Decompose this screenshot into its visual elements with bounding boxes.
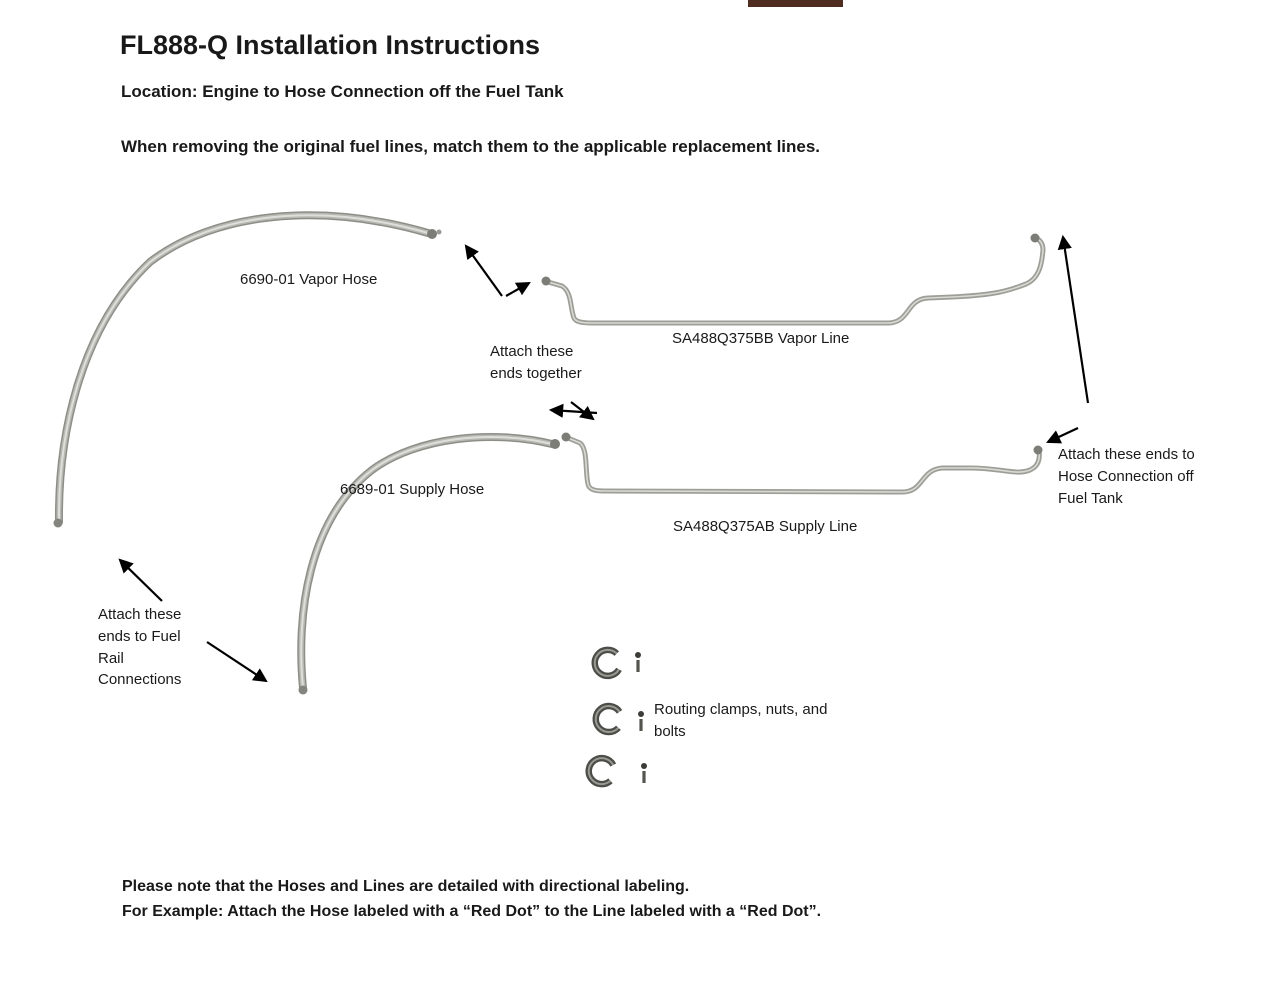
bolt-icon [638,711,644,731]
vapor-line-right-fitting [1030,233,1040,243]
arrow-to-vapor-hose-end [464,244,503,297]
arrow-to-supply-line-tank-end [1046,427,1079,444]
supply-line-right-fitting [1033,445,1043,455]
vapor-line [541,233,1046,326]
hardware-icons [585,646,647,788]
routing-clamp-icon [592,702,623,736]
supply-hose-bottom-fitting [298,685,308,695]
supply-line-left-fitting [561,432,571,442]
vapor-hose-label: 6690-01 Vapor Hose [240,271,378,288]
supply-line-label: SA488Q375AB Supply Line [673,518,858,535]
warning-line: When removing the original fuel lines, m… [121,137,821,156]
bolt-icon [635,652,641,672]
attach-tank-label: Attach these ends to Hose Connection off… [1058,446,1195,507]
routing-clamp-icon [591,646,622,680]
supply-line [561,432,1043,495]
arrow-to-supply-hose-rail-end [206,641,268,683]
supply-hose-label: 6689-01 Supply Hose [340,481,485,498]
footer-note-line1: Please note that the Hoses and Lines are… [122,878,690,895]
bolt-icon [641,763,647,783]
arrow-to-supply-hose-end [548,403,598,418]
page-title: FL888-Q Installation Instructions [120,30,541,60]
footer-note-line2: For Example: Attach the Hose labeled wit… [122,903,822,920]
vapor-hose-right-fitting [427,229,437,239]
cropped-header-artifact [748,0,843,7]
location-line: Location: Engine to Hose Connection off … [121,82,564,101]
supply-hose [297,433,560,695]
vapor-hose [53,211,442,528]
routing-clamps-label: Routing clamps, nuts, and bolts [654,701,828,740]
arrow-to-vapor-line-tank-end [1057,234,1090,404]
arrow-to-vapor-line-end [505,281,531,297]
arrow-to-vapor-hose-rail-end [118,558,163,602]
vapor-hose-left-fitting [53,518,63,528]
vapor-line-label: SA488Q375BB Vapor Line [672,330,850,347]
attach-ends-together-label: Attach these ends together [490,343,582,382]
attach-rail-label: Attach these ends to Fuel Rail Connectio… [98,606,182,689]
supply-hose-top-fitting [550,439,560,449]
arrow-to-supply-line-end [570,401,595,421]
vapor-line-left-fitting [541,276,551,286]
annotation-arrows [118,234,1090,683]
routing-clamp-icon [585,754,617,788]
